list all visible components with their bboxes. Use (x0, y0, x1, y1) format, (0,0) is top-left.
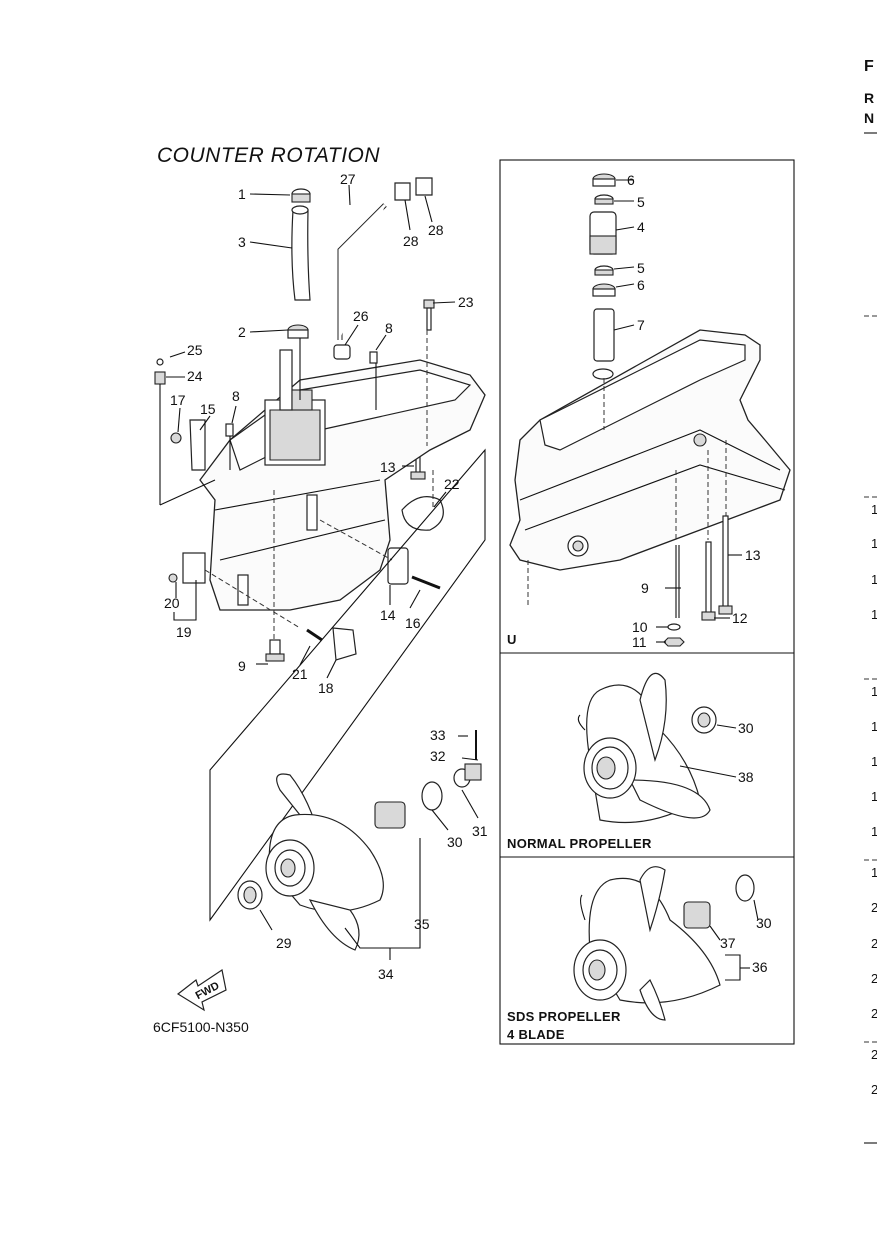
callout-8: 8 (232, 388, 240, 404)
callout-1: 1 (238, 186, 246, 202)
callout-14: 14 (380, 607, 396, 623)
callout-24: 24 (187, 368, 203, 384)
bolt-13 (722, 515, 729, 609)
callout-23: 23 (458, 294, 474, 310)
callout-15: 15 (200, 401, 216, 417)
fwd-arrow-icon (176, 969, 227, 1012)
callout-35: 35 (414, 916, 430, 932)
u-panel-parts (589, 173, 617, 380)
edge-digit: 1 (871, 865, 877, 880)
callout-5: 5 (637, 194, 645, 210)
callout-17: 17 (170, 392, 186, 408)
panel-label-u: U (507, 632, 517, 647)
callout-22: 22 (444, 476, 460, 492)
prop-frame (209, 448, 486, 922)
edge-letter-1: F (864, 58, 874, 75)
panel-label-sds-propeller: SDS PROPELLER (507, 1009, 621, 1024)
callout-32: 32 (430, 748, 446, 764)
edge-digit: 1 (871, 719, 877, 734)
main-propeller (237, 730, 482, 951)
callout-12: 12 (732, 610, 748, 626)
edge-digit: 1 (871, 536, 877, 551)
callout-16: 16 (405, 615, 421, 631)
callout-36: 36 (752, 959, 768, 975)
callout-9: 9 (641, 580, 649, 596)
callout-28: 28 (403, 233, 419, 249)
callout-10: 10 (632, 619, 648, 635)
edge-digit: 2 (871, 1082, 877, 1097)
edge-digit: 2 (871, 1006, 877, 1021)
callout-28: 28 (428, 222, 444, 238)
edge-digit: 2 (871, 1047, 877, 1062)
callout-34: 34 (378, 966, 394, 982)
washer-10 (667, 623, 681, 631)
nut-11 (663, 637, 685, 647)
edge-digit: 1 (871, 824, 877, 839)
edge-digit: 2 (871, 900, 877, 915)
callout-27: 27 (340, 171, 356, 187)
callout-30: 30 (447, 834, 463, 850)
callout-38: 38 (738, 769, 754, 785)
callout-9: 9 (238, 658, 246, 674)
edge-letter-3: N (864, 110, 875, 126)
edge-digit: 1 (871, 789, 877, 804)
callout-4: 4 (637, 219, 645, 235)
callout-20: 20 (164, 595, 180, 611)
callout-26: 26 (353, 308, 369, 324)
callout-33: 33 (430, 727, 446, 743)
callout-7: 7 (637, 317, 645, 333)
callout-21: 21 (292, 666, 308, 682)
inset-frame (499, 159, 795, 1045)
bolt-12 (705, 541, 712, 615)
sds-propeller (573, 866, 755, 1021)
callout-18: 18 (318, 680, 334, 696)
panel-label-4-blade: 4 BLADE (507, 1027, 565, 1042)
edge-digit: 1 (871, 754, 877, 769)
callout-13: 13 (745, 547, 761, 563)
callout-2: 2 (238, 324, 246, 340)
callout-8: 8 (385, 320, 393, 336)
upper-parts (154, 177, 435, 480)
casing-deck (539, 339, 746, 451)
callout-37: 37 (720, 935, 736, 951)
edge-digit: 2 (871, 971, 877, 986)
callout-29: 29 (276, 935, 292, 951)
normal-propeller (577, 672, 717, 824)
edge-digit: 1 (871, 502, 877, 517)
callouts: 6 5 4 5 6 7 13 9 12 10 11 30 38 30 37 36… (164, 171, 772, 982)
callout-5: 5 (637, 260, 645, 276)
callout-6: 6 (627, 172, 635, 188)
callout-31: 31 (472, 823, 488, 839)
lower-casing (199, 349, 486, 611)
panel-label-normal-propeller: NORMAL PROPELLER (507, 836, 652, 851)
callout-30: 30 (756, 915, 772, 931)
callout-19: 19 (176, 624, 192, 640)
callout-25: 25 (187, 342, 203, 358)
callout-11: 11 (632, 634, 647, 650)
diagram-code: 6CF5100-N350 (153, 1019, 249, 1035)
diagram-title: COUNTER ROTATION (157, 144, 381, 167)
edge-letter-2: R (864, 90, 875, 106)
edge-digit: 1 (871, 572, 877, 587)
callout-3: 3 (238, 234, 246, 250)
water-tube-3 (291, 209, 311, 301)
callout-30: 30 (738, 720, 754, 736)
edge-digit: 1 (871, 684, 877, 699)
edge-digit: 2 (871, 936, 877, 951)
edge-digit: 1 (871, 607, 877, 622)
callout-13: 13 (380, 459, 396, 475)
callout-6: 6 (637, 277, 645, 293)
